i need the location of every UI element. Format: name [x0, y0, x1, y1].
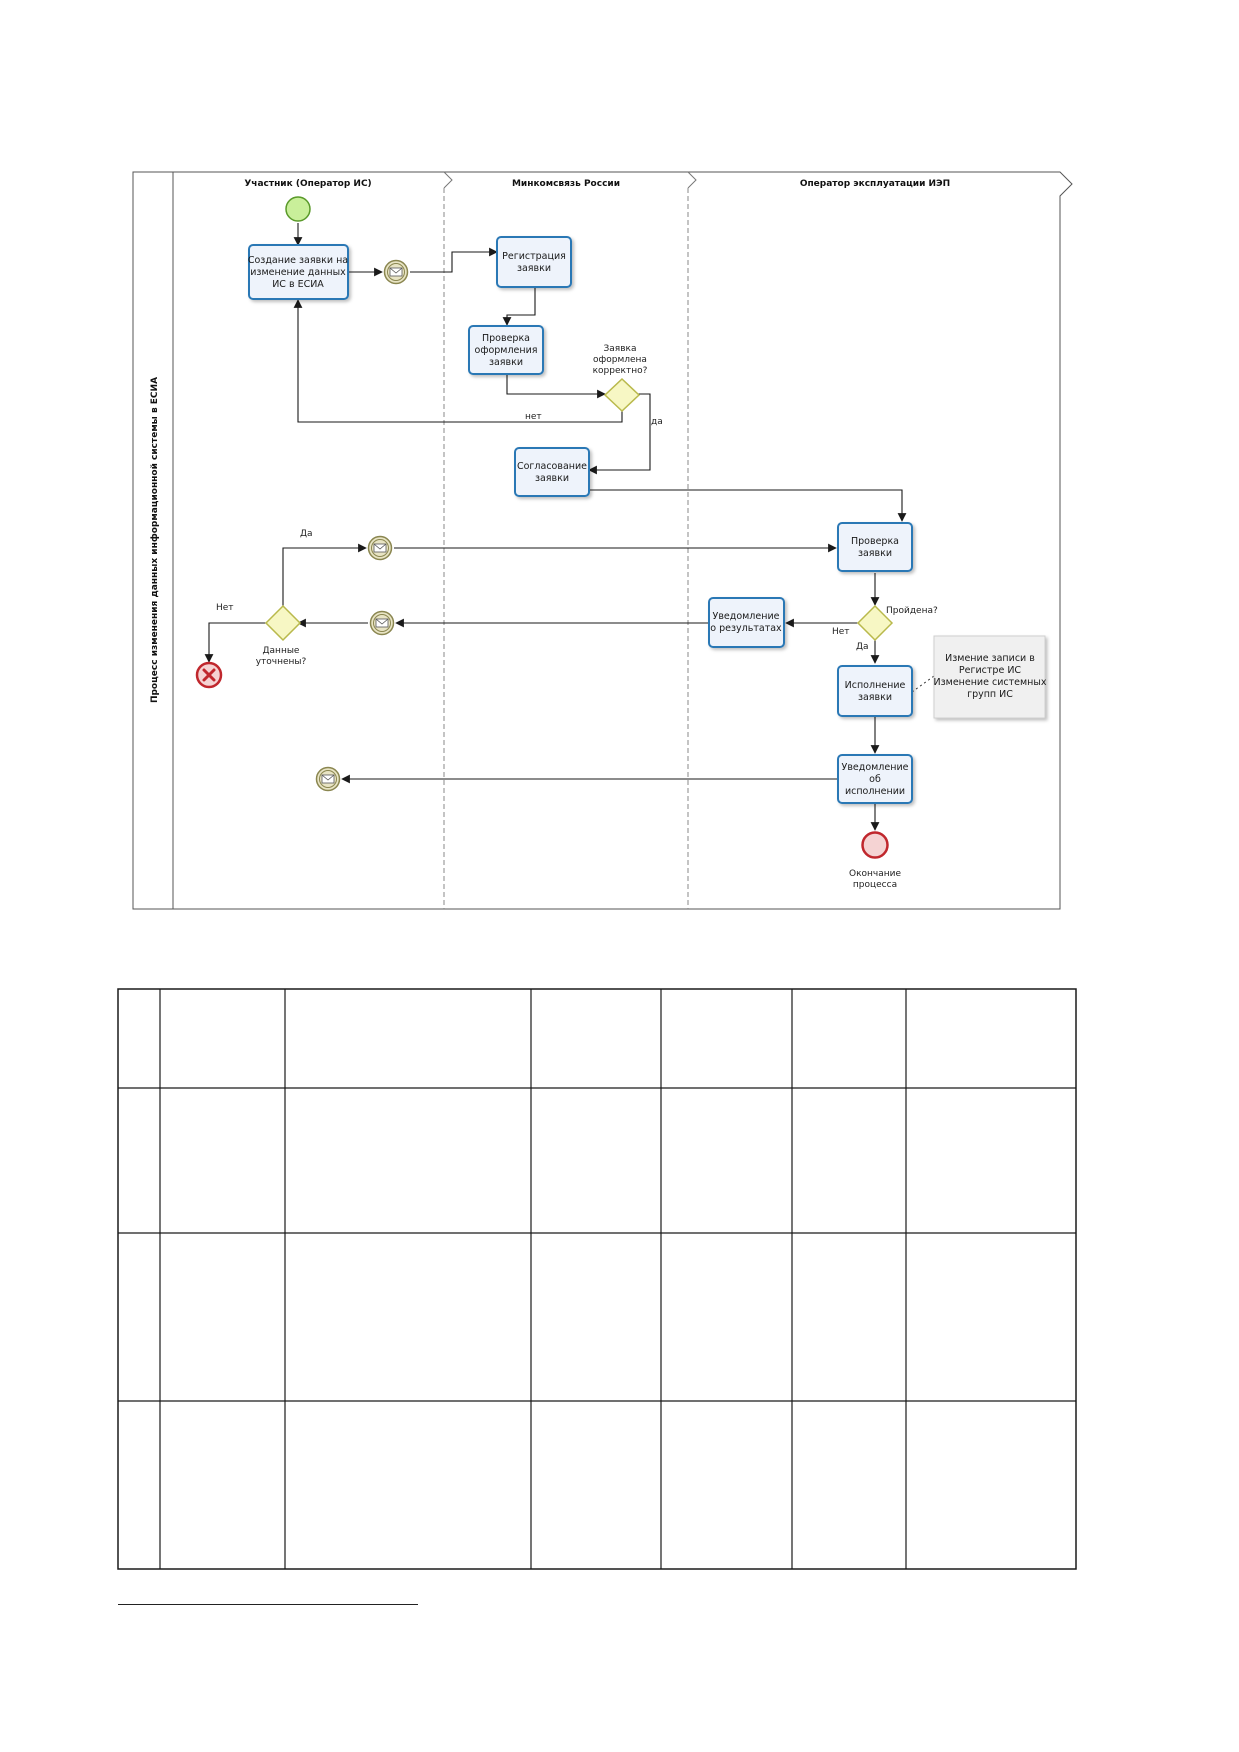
- task-notify-result: Уведомление о результатах: [708, 597, 785, 648]
- flow-label-yes: Да: [300, 529, 313, 539]
- task-approve-request-line1: Согласование: [517, 461, 587, 472]
- lane-title-operator: Оператор эксплуатации ИЭП: [800, 179, 950, 189]
- annotation-line3: Изменение системных: [934, 677, 1047, 688]
- pool: Процесс изменения данных информационной …: [132, 171, 1073, 910]
- annotation-box: Измение записи в Регистре ИС Изменение с…: [933, 635, 1047, 719]
- task-notify-result-line1: Уведомление: [713, 611, 780, 622]
- task-register-request-line1: Регистрация: [502, 251, 566, 262]
- gateway-format-ok-label-1: Заявка: [604, 344, 637, 354]
- gateway-clarified-label-2: уточнены?: [256, 657, 307, 667]
- start-event: [285, 196, 311, 222]
- annotation-line4: групп ИС: [967, 689, 1013, 700]
- gateway-clarified: [264, 604, 302, 642]
- task-execute-request-line2: заявки: [858, 692, 892, 703]
- gateway-format-ok-label-2: оформлена: [593, 355, 647, 365]
- task-execute-request: Исполнение заявки: [837, 665, 913, 717]
- gateway-clarified-label-1: Данные: [263, 646, 300, 656]
- task-notify-execution-line1: Уведомление: [842, 762, 909, 773]
- task-create-request-line3: ИС в ЕСИА: [272, 279, 324, 290]
- task-register-request-line2: заявки: [517, 263, 551, 274]
- task-check-request-line1: Проверка: [851, 536, 899, 547]
- flow-label-passed-no: Нет: [832, 627, 850, 637]
- footnote-separator: [118, 1604, 418, 1605]
- task-check-format-line1: Проверка: [482, 333, 530, 344]
- envelope-icon: [373, 543, 387, 553]
- gateway-format-ok: [603, 377, 641, 413]
- flow-label-passed-yes: Да: [856, 642, 869, 652]
- gateway-passed: [856, 604, 894, 642]
- pool-title: Процесс изменения данных информационной …: [150, 377, 160, 703]
- task-create-request-line1: Создание заявки на: [248, 255, 348, 266]
- cross-icon: [202, 668, 216, 682]
- flows: [204, 223, 935, 831]
- message-event-3: [369, 610, 395, 636]
- annotation-line1: Измение записи в: [945, 653, 1035, 664]
- message-event-1: [383, 259, 409, 285]
- error-end-event: [195, 661, 223, 689]
- task-notify-execution-line3: исполнении: [845, 786, 905, 797]
- flow-label-no: Нет: [216, 603, 234, 613]
- envelope-icon: [375, 618, 389, 628]
- envelope-icon: [389, 267, 403, 277]
- task-notify-result-line2: о результатах: [710, 623, 782, 634]
- task-register-request: Регистрация заявки: [496, 236, 572, 288]
- annotation-line2: Регистре ИС: [959, 665, 1021, 676]
- lane-title-ministry: Минкомсвязь России: [512, 179, 620, 189]
- task-check-format-line3: заявки: [489, 357, 523, 368]
- task-check-request-line2: заявки: [858, 548, 892, 559]
- flow-label-yes-lower: да: [651, 417, 663, 427]
- message-event-2: [367, 535, 393, 561]
- task-execute-request-line1: Исполнение: [845, 680, 906, 691]
- task-create-request: Создание заявки на изменение данных ИС в…: [248, 244, 349, 300]
- task-check-request: Проверка заявки: [837, 522, 913, 572]
- gateway-format-ok-label-3: корректно?: [593, 366, 648, 376]
- end-event-label-1: Окончание: [849, 869, 901, 879]
- end-event: [861, 831, 889, 859]
- task-approve-request: Согласование заявки: [514, 447, 590, 497]
- flow-label-no-lower: нет: [525, 412, 542, 422]
- task-create-request-line2: изменение данных: [250, 267, 346, 278]
- task-approve-request-line2: заявки: [535, 473, 569, 484]
- end-event-label-2: процесса: [853, 880, 897, 890]
- task-notify-execution: Уведомление об исполнении: [837, 754, 913, 804]
- lane-title-participant: Участник (Оператор ИС): [244, 179, 371, 189]
- task-check-format-line2: оформления: [475, 345, 538, 356]
- envelope-icon: [321, 774, 335, 784]
- task-check-format: Проверка оформления заявки: [468, 325, 544, 375]
- task-notify-execution-line2: об: [869, 774, 881, 785]
- message-event-4: [315, 766, 341, 792]
- gateway-passed-label: Пройдена?: [886, 606, 938, 616]
